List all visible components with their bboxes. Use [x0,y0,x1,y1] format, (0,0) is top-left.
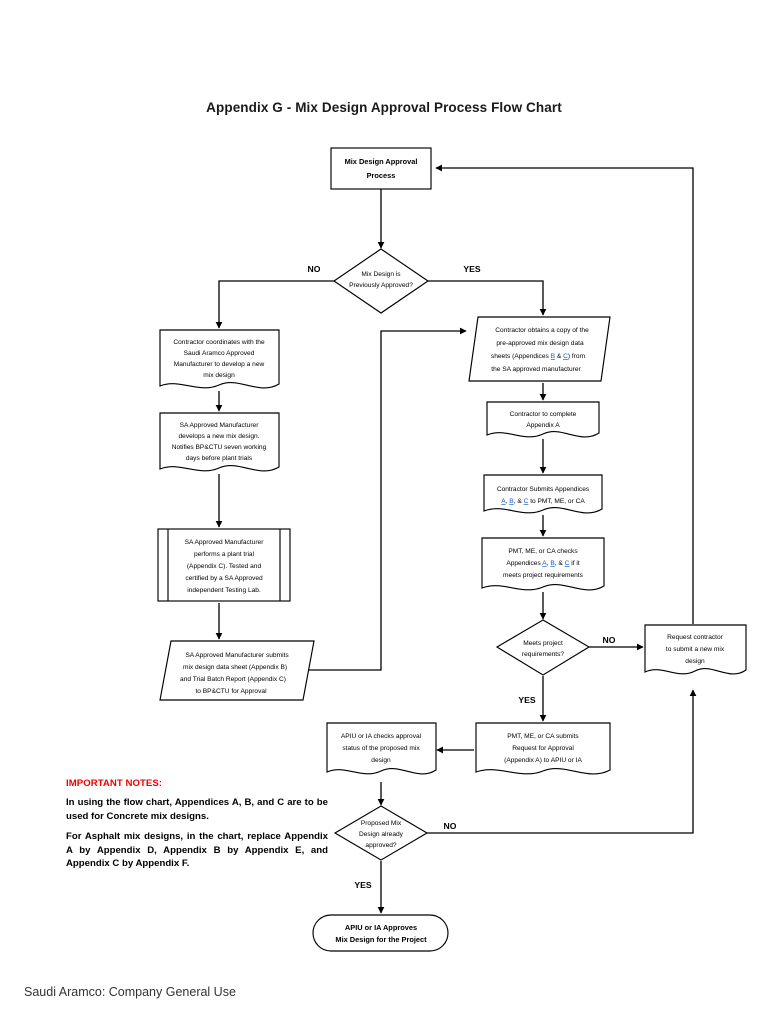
node-b1-line-1: APIU or IA checks approval [341,733,422,740]
node-reject-line-2: to submit a new mix [666,646,725,653]
node-l3-line-2: performs a plant trial [194,551,255,558]
node-d3-line-3: approved? [365,842,396,849]
label-decision1-no: NO [308,264,321,274]
node-l4-line-2: mix design data sheet (Appendix B) [183,664,287,671]
node-r1-line-3: sheets (Appendices B & C) from [491,353,586,360]
node-l3-line-3: (Appendix C). Tested and [187,563,262,570]
edge-decision1-yes [428,280,547,316]
node-l2-line-4: days before plant trials [186,455,253,462]
node-decision-meets-requirements[interactable]: Meets project requirements? [495,619,591,676]
notes-heading: IMPORTANT NOTES: [66,778,163,789]
node-l4-line-4: to BP&CTU for Approval [195,688,267,695]
important-notes: IMPORTANT NOTES: In using the flow chart… [66,778,328,878]
node-reject-line-1: Request contractor [667,634,724,641]
node-d2-line-1: Meets project [523,640,563,647]
node-end-line-1: APIU or IA Approves [345,923,417,932]
node-apiu-checks-status[interactable]: APIU or IA checks approval status of the… [326,722,437,775]
node-r5-line-2: Request for Approval [512,745,574,752]
label-decision1-yes: YES [463,264,480,274]
node-d3-line-1: Proposed Mix [361,820,402,827]
node-submits-request-for-approval[interactable]: PMT, ME, or CA submits Request for Appro… [475,722,611,775]
node-l1-line-2: Saudi Aramco Approved [184,350,255,357]
node-l4-line-1: SA Approved Manufacturer submits [185,652,289,659]
node-decision-already-approved[interactable]: Proposed Mix Design already approved? [333,805,429,861]
notes-paragraph-1: In using the flow chart, Appendices A, B… [66,797,328,822]
node-r4-line-1: PMT, ME, or CA checks [508,548,578,555]
node-checks-appendices[interactable]: PMT, ME, or CA checks Appendices A, B, &… [481,537,605,591]
node-contractor-obtains-copy[interactable]: Contractor obtains a copy of the pre-app… [468,316,611,382]
node-r2-line-2: Appendix A [526,422,560,429]
node-end-approves[interactable]: APIU or IA Approves Mix Design for the P… [312,914,449,952]
node-decision-previously-approved[interactable]: Mix Design is Previously Approved? [332,248,430,314]
connector-layer [215,164,697,914]
node-r1-line-1: Contractor obtains a copy of the [495,327,589,334]
node-request-new-mix[interactable]: Request contractor to submit a new mix d… [644,624,747,675]
node-l2-line-3: Notifies BP&CTU seven working [172,444,267,451]
footer-classification: Saudi Aramco: Company General Use [24,985,236,999]
edge-reject-to-start [435,164,694,624]
node-contractor-submits-appendices[interactable]: Contractor Submits Appendices A, B, & C … [483,474,603,514]
node-r3-line-2: A, B, & C to PMT, ME, or CA [501,498,585,505]
edge-decision1-no [215,280,334,329]
node-r1-line-2: pre-approved mix design data [496,340,584,347]
edge-decision3-no [427,689,697,834]
page-title: Appendix G - Mix Design Approval Process… [206,100,562,115]
node-d3-line-2: Design already [359,831,404,838]
node-manufacturer-submits[interactable]: SA Approved Manufacturer submits mix des… [159,640,315,701]
node-start[interactable]: Mix Design Approval Process [330,147,432,190]
label-decision2-no: NO [603,635,616,645]
node-l3-line-4: certified by a SA Approved [185,575,263,582]
node-r5-line-1: PMT, ME, or CA submits [507,733,579,740]
label-decision2-yes: YES [518,695,535,705]
node-l4-line-3: and Trial Batch Report (Appendix C) [180,676,286,683]
node-start-line-1: Mix Design Approval [345,157,418,166]
node-r1-line-4: the SA approved manufacturer [491,366,581,373]
node-l1-line-4: mix design [203,372,235,379]
node-end-line-2: Mix Design for the Project [335,935,427,944]
node-reject-line-3: design [685,658,705,665]
node-l3-line-1: SA Approved Manufacturer [185,539,265,546]
node-contractor-coordinates[interactable]: Contractor coordinates with the Saudi Ar… [159,329,280,389]
node-d1-line-2: Previously Approved? [349,282,413,289]
node-complete-appendix-a[interactable]: Contractor to complete Appendix A [486,401,600,438]
node-plant-trial[interactable]: SA Approved Manufacturer performs a plan… [157,528,291,602]
node-r2-line-1: Contractor to complete [510,411,577,418]
node-r4-line-3: meets project requirements [503,572,584,579]
node-d2-line-2: requirements? [522,651,564,658]
edge-l4-to-r1 [303,327,467,671]
node-b1-line-3: design [371,757,391,764]
notes-paragraph-2: For Asphalt mix designs, in the chart, r… [66,831,328,870]
node-l3-line-5: independent Testing Lab. [187,587,261,594]
node-l2-line-1: SA Approved Manufacturer [180,422,260,429]
node-l2-line-2: develops a new mix design. [178,433,259,440]
node-manufacturer-develops[interactable]: SA Approved Manufacturer develops a new … [159,412,280,472]
node-r4-line-2: Appendices A, B, & C if it [506,560,580,567]
node-l1-line-3: Manufacturer to develop a new [174,361,265,368]
node-r3-line-1: Contractor Submits Appendices [497,486,590,493]
node-b1-line-2: status of the proposed mix [342,745,420,752]
label-decision3-no: NO [444,821,457,831]
node-r5-line-3: (Appendix A) to APIU or IA [504,757,582,764]
label-decision3-yes: YES [354,880,371,890]
node-l1-line-1: Contractor coordinates with the [173,339,265,346]
node-start-line-2: Process [367,171,396,180]
node-d1-line-1: Mix Design is [361,271,401,278]
